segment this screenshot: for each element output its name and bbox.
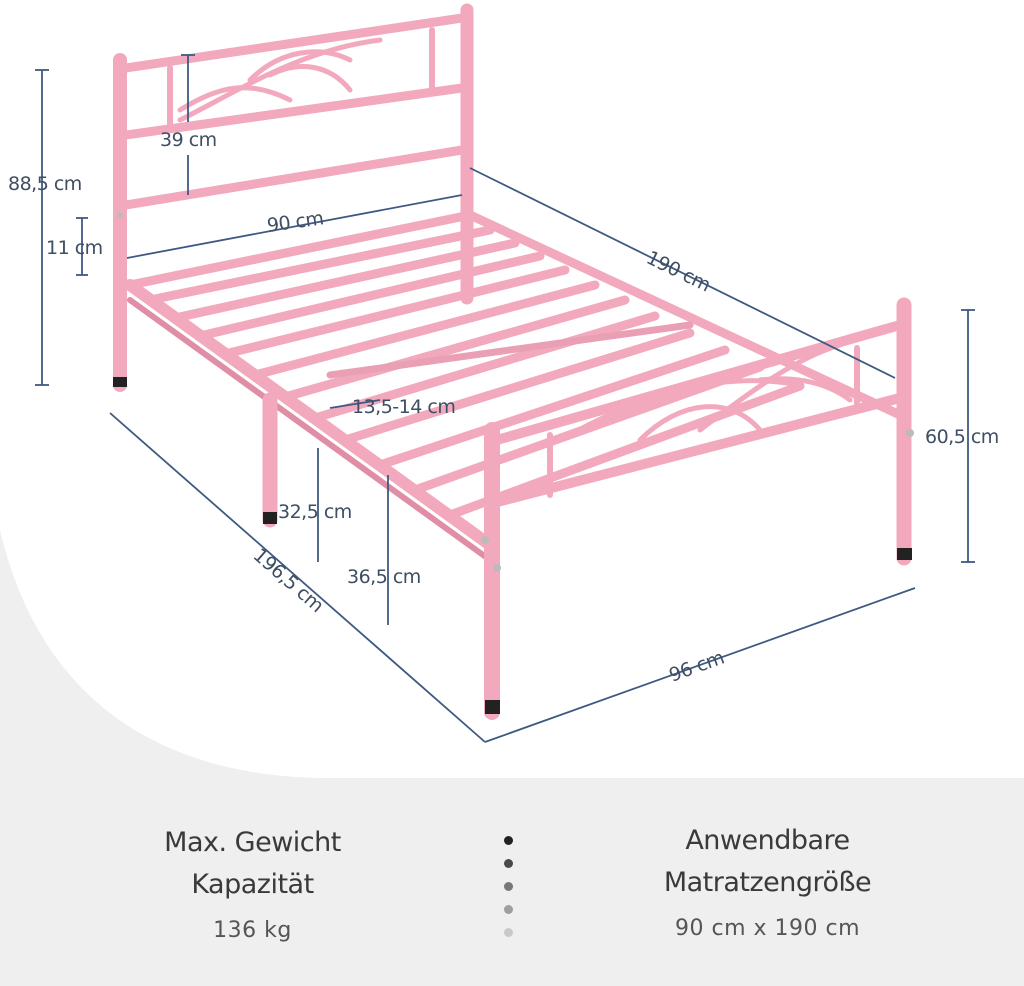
mattress-title-line1: Anwendbare bbox=[685, 825, 850, 856]
label-headboard-panel: 39 cm bbox=[160, 129, 217, 151]
label-gap-height: 11 cm bbox=[46, 237, 103, 259]
mattress-title-line2: Matratzengröße bbox=[663, 867, 872, 898]
label-underbed-clearance: 32,5 cm bbox=[278, 501, 352, 523]
label-frame-height: 36,5 cm bbox=[347, 566, 421, 588]
spec-panel: Max. Gewicht Kapazität 136 kg Anwendbare… bbox=[0, 800, 1024, 986]
mattress-value: 90 cm x 190 cm bbox=[674, 916, 861, 941]
label-total-height: 88,5 cm bbox=[8, 173, 82, 195]
dot-5 bbox=[503, 928, 513, 937]
dot-2 bbox=[503, 859, 513, 868]
dot-3 bbox=[503, 882, 513, 891]
divider-dots bbox=[500, 836, 516, 951]
weight-capacity: Max. Gewicht Kapazität 136 kg bbox=[120, 822, 385, 943]
dot-1 bbox=[503, 836, 513, 845]
dimension-lines bbox=[35, 54, 975, 743]
label-footboard-height: 60,5 cm bbox=[925, 426, 999, 448]
weight-value: 136 kg bbox=[213, 918, 292, 943]
weight-title-line1: Max. Gewicht bbox=[164, 827, 341, 858]
dot-4 bbox=[503, 905, 513, 914]
weight-title-line2: Kapazität bbox=[191, 869, 314, 900]
bed-frame bbox=[113, 3, 914, 720]
label-slat-spacing: 13,5-14 cm bbox=[352, 396, 455, 418]
slats bbox=[145, 225, 805, 520]
mattress-size: Anwendbare Matratzengröße 90 cm x 190 cm bbox=[600, 820, 935, 941]
